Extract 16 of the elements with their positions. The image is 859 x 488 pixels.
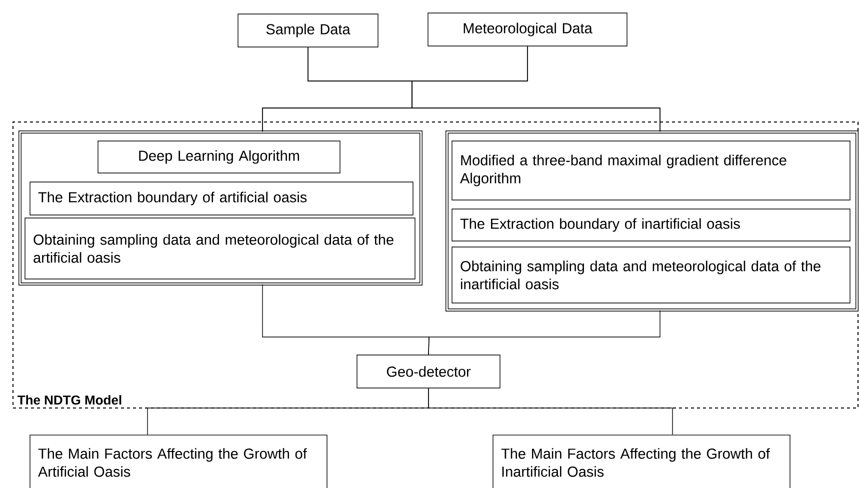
process-box: Obtaining sampling data and meteorological data of the inartificial oasis bbox=[452, 246, 850, 304]
connector-line bbox=[412, 46, 660, 132]
group-box bbox=[18, 130, 422, 286]
connector-line bbox=[428, 310, 660, 355]
process-box: The Extraction boundary of artificial oasis bbox=[30, 182, 414, 216]
process-box: The Main Factors Affecting the Growth of Artificial Oasis bbox=[30, 434, 328, 488]
process-box: Geo-detector bbox=[356, 354, 500, 388]
process-box: Sample Data bbox=[238, 14, 378, 48]
process-box: Obtaining sampling data and meteorological data of the artificial oasis bbox=[24, 218, 416, 280]
process-box: Modified a three-band maximal gradient difference Algorithm bbox=[452, 140, 850, 200]
process-box: Deep Learning Algorithm bbox=[98, 140, 340, 174]
process-box: The Extraction boundary of inartificial oasis bbox=[452, 208, 850, 242]
process-box: The Main Factors Affecting the Growth of Inartificial Oasis bbox=[492, 434, 790, 488]
connector-line bbox=[428, 388, 673, 435]
group-box bbox=[446, 130, 858, 312]
process-box: Meteorological Data bbox=[428, 12, 628, 46]
